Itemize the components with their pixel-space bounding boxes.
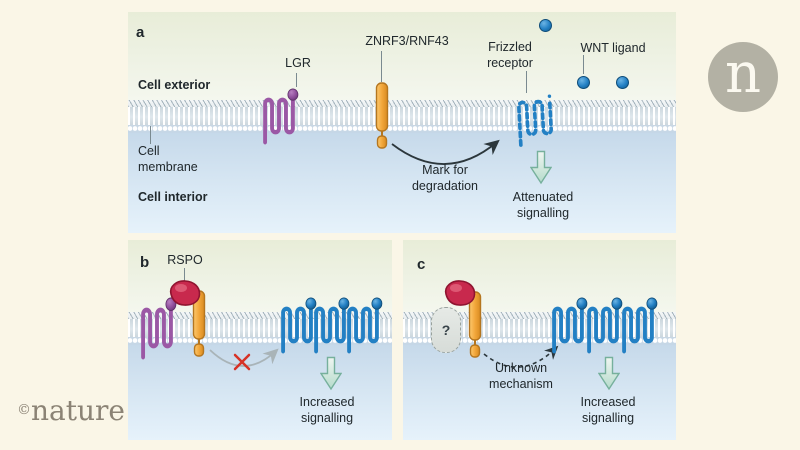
nature-watermark: ©nature [17,394,125,427]
membrane-hatch-texture [403,312,676,319]
mark-degradation-label: Mark for degradation [411,163,479,193]
wnt-ligand-icon [616,76,629,89]
cell-exterior-label: Cell exterior [138,78,211,92]
unknown-receptor-icon: ? [431,307,461,353]
signal-down-arrow [530,150,552,184]
panel-a-letter: a [136,24,145,41]
red-cross-icon [233,353,251,371]
unknown-mechanism-label: Unknown mechanism [489,361,553,391]
lgr-receptor-icon [140,297,177,359]
wnt-ligand-icon [539,19,552,32]
cell-interior-label: Cell interior [138,190,208,204]
nature-logo-badge: n [708,42,778,112]
membrane-lipid-texture [128,107,676,125]
cell-interior-region [403,345,676,440]
membrane-hatch-texture [128,312,392,319]
znrf3-pointer-line [381,51,382,82]
cell-interior-region [128,133,676,233]
panel-a: a Cell exterior Cell membrane Cell inter… [128,12,676,233]
frizzled-receptor-icon [621,297,658,353]
signal-down-arrow [598,356,620,390]
wnt-ligand-label: WNT ligand [580,41,646,55]
cell-interior-region [128,345,392,440]
frizzled-pointer-line [526,71,527,93]
panel-b-letter: b [140,254,150,271]
wnt-pointer-line [583,55,584,74]
membrane-hatch-texture [128,100,676,107]
membrane-dots-texture [403,337,676,345]
lgr-label: LGR [285,56,311,70]
frizzled-receptor-icon [346,297,383,353]
rspo-protein-icon [444,280,476,306]
rspo-pointer-line [184,268,185,281]
cell-membrane-label: Cell membrane [138,144,198,174]
lgr-pointer-line [296,73,297,87]
question-mark-label: ? [441,322,451,338]
membrane-dots-texture [128,337,392,345]
lgr-receptor-icon [262,88,299,144]
signal-down-arrow [320,356,342,390]
mark-degradation-arrow [391,139,500,165]
nature-logo-letter: n [724,41,762,106]
frizzled-label: Frizzled receptor [487,40,533,70]
rspo-protein-icon [169,280,201,306]
panel-c: c ? Unknown mechanism [403,240,676,440]
panel-c-letter: c [417,256,426,273]
frizzled-receptor-icon [313,297,350,353]
rspo-label: RSPO [167,253,203,267]
cell-membrane-pointer-line [150,126,151,144]
frizzled-receptor-degraded-icon [516,94,554,147]
znrf3-label: ZNRF3/RNF43 [365,34,449,48]
frizzled-receptor-icon [586,297,623,353]
membrane-dots-texture [128,125,676,133]
frizzled-receptor-icon [551,297,588,353]
increased-signalling-label: Increased signalling [580,395,636,425]
increased-signalling-label: Increased signalling [299,395,355,425]
nature-wordmark: nature [31,394,125,427]
frizzled-receptor-icon [280,297,317,353]
blocked-signal-arrow [209,348,279,371]
copyright-symbol: © [17,402,31,418]
wnt-ligand-icon [577,76,590,89]
attenuated-signalling-label: Attenuated signalling [512,190,574,220]
panel-b: b RSPO [128,240,392,440]
unknown-mechanism-arrow [483,345,559,368]
